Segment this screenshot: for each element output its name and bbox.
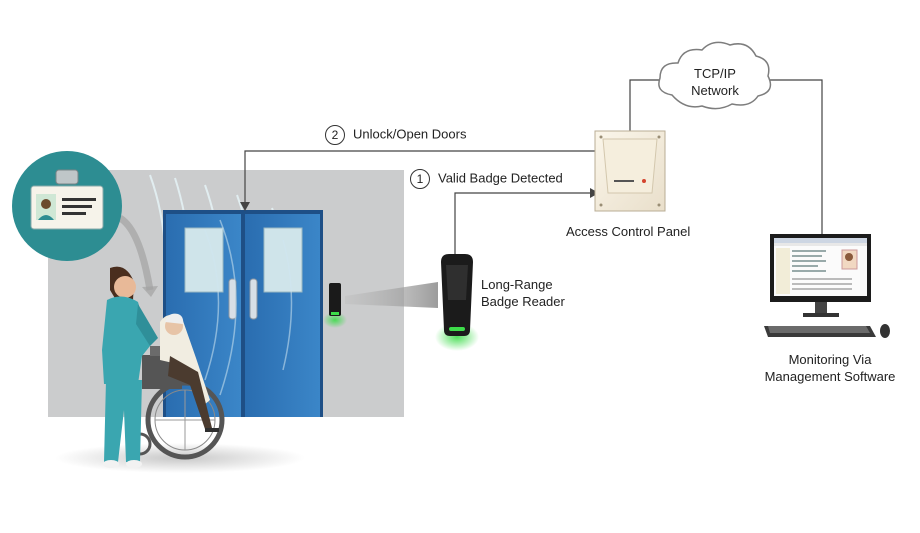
monitoring-label-line1: Monitoring Via	[788, 352, 872, 367]
nurse-figure	[102, 266, 158, 468]
step-label: Valid Badge Detected	[438, 170, 563, 186]
detection-beam	[345, 282, 438, 308]
step-number-badge: 2	[325, 125, 345, 145]
arrow-head-doors	[240, 202, 250, 211]
badge-bubble	[12, 151, 158, 297]
monitoring-label-line2: Management Software	[764, 369, 896, 384]
access-control-panel-label: Access Control Panel	[566, 224, 691, 239]
access-control-panel-box	[594, 130, 666, 212]
step-valid-badge-label: 1 Valid Badge Detected	[410, 169, 563, 189]
step-number-badge: 1	[410, 169, 430, 189]
cloud-icon	[658, 41, 772, 110]
badge-reader-label-line2: Badge Reader	[481, 294, 565, 309]
step-label: Unlock/Open Doors	[353, 126, 467, 142]
long-range-badge-reader	[435, 254, 479, 351]
network-label-line1: TCP/IP	[694, 66, 736, 81]
computer-workstation	[764, 234, 890, 338]
network-label-line2: Network	[691, 83, 739, 98]
step-unlock-label: 2 Unlock/Open Doors	[325, 125, 466, 145]
monitoring-label: Monitoring Via Management Software	[750, 351, 910, 385]
wheelchair-patient	[128, 313, 225, 460]
connection-lines	[244, 79, 823, 254]
badge-reader-label-line1: Long-Range	[481, 277, 553, 292]
wall-badge-reader	[323, 283, 347, 328]
door-signal-waves	[204, 219, 293, 396]
badge-reader-label: Long-Range Badge Reader	[481, 276, 565, 310]
network-label: TCP/IP Network	[680, 65, 750, 99]
double-doors	[163, 210, 323, 417]
